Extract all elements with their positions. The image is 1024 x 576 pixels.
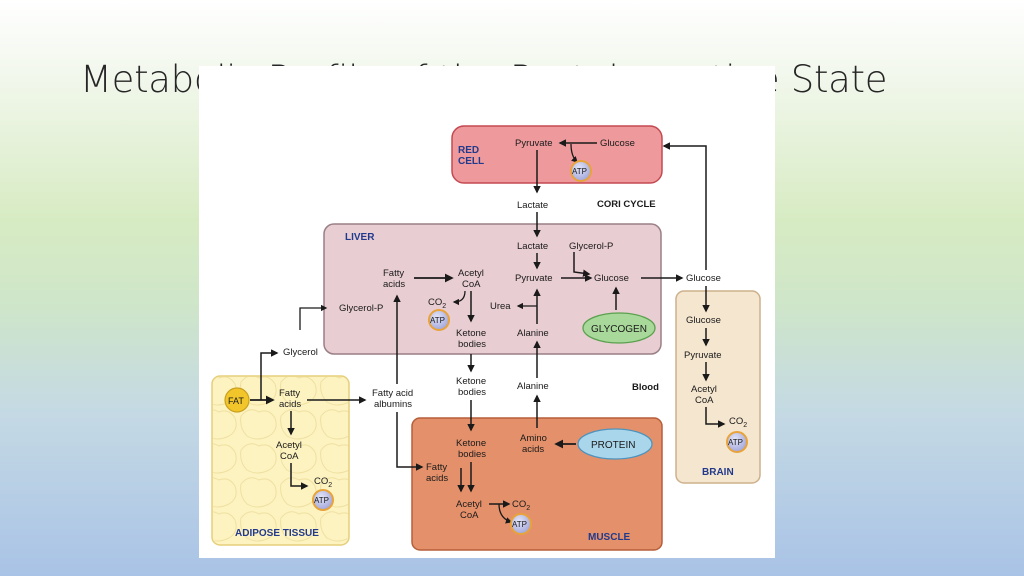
liver-fatty-acids: acids: [383, 279, 405, 290]
rc-pyruvate: Pyruvate: [515, 138, 553, 149]
fatty-acid-label: Fatty acid: [372, 388, 413, 399]
svg-text:FAT: FAT: [228, 396, 244, 406]
liver-coa: CoA: [462, 279, 481, 290]
brain-acetyl: Acetyl: [691, 384, 717, 395]
brain-title: BRAIN: [702, 467, 734, 478]
red-cell-title-line1: RED: [458, 145, 479, 156]
muscle-co2: CO2: [512, 499, 530, 512]
adipose-co2: CO2: [314, 476, 332, 489]
liver-ketone-bodies: bodies: [458, 339, 486, 350]
muscle-ketone-bodies: bodies: [458, 449, 486, 460]
muscle-acetyl: Acetyl: [456, 499, 482, 510]
muscle-fatty: Fatty: [426, 462, 447, 473]
adipose-title: ADIPOSE TISSUE: [235, 528, 319, 539]
adipose-acetyl: Acetyl: [276, 440, 302, 451]
blood-ketone: Ketone: [456, 376, 486, 387]
svg-text:ATP: ATP: [572, 167, 587, 176]
muscle-ketone: Ketone: [456, 438, 486, 449]
blood-glucose: Glucose: [686, 273, 721, 284]
muscle-atp-icon: ATP: [510, 513, 532, 535]
liver-glycerol-p-top: Glycerol-P: [569, 241, 613, 252]
liver-glucose: Glucose: [594, 273, 629, 284]
liver-alanine: Alanine: [517, 328, 549, 339]
metabolic-diagram: RED CELL LIVER BRAIN MUSCLE ADIPOSE TISS…: [199, 66, 775, 558]
adipose-fatty: Fatty: [279, 388, 300, 399]
glycogen-ellipse: [582, 312, 656, 344]
muscle-fatty-acids: acids: [426, 473, 448, 484]
liver-ketone: Ketone: [456, 328, 486, 339]
red-cell-title-line2: CELL: [458, 156, 484, 167]
glycogen-label: GLYCOGEN: [591, 324, 647, 335]
diagram-svg: RED CELL LIVER BRAIN MUSCLE ADIPOSE TISS…: [211, 125, 761, 551]
svg-text:ATP: ATP: [430, 316, 445, 325]
blood-ketone-bodies: bodies: [458, 387, 486, 398]
protein-label: PROTEIN: [591, 440, 635, 451]
protein-ellipse: [577, 428, 653, 460]
liver-acetyl: Acetyl: [458, 268, 484, 279]
glycerol-label: Glycerol: [283, 347, 318, 358]
liver-co2: CO2: [428, 297, 446, 310]
svg-text:ATP: ATP: [512, 520, 527, 529]
brain-glucose: Glucose: [686, 315, 721, 326]
red-cell-region: [451, 125, 663, 184]
muscle-amino: Amino: [520, 433, 547, 444]
liver-region: [323, 223, 662, 355]
blood-label: Blood: [632, 382, 659, 393]
brain-co2: CO2: [729, 416, 747, 429]
liver-atp-icon: ATP: [428, 309, 450, 331]
svg-text:ATP: ATP: [728, 438, 743, 447]
muscle-coa: CoA: [460, 510, 479, 521]
blood-alanine: Alanine: [517, 381, 549, 392]
brain-atp-icon: ATP: [726, 431, 748, 453]
brain-pyruvate: Pyruvate: [684, 350, 722, 361]
albumins-label: albumins: [374, 399, 412, 410]
muscle-title: MUSCLE: [588, 532, 631, 543]
cori-cycle-label: CORI CYCLE: [597, 199, 656, 210]
rc-glucose: Glucose: [600, 138, 635, 149]
liver-fatty: Fatty: [383, 268, 404, 279]
fat-icon: FAT: [224, 387, 250, 413]
liver-pyruvate: Pyruvate: [515, 273, 553, 284]
brain-coa: CoA: [695, 395, 714, 406]
adipose-coa: CoA: [280, 451, 299, 462]
svg-text:ATP: ATP: [314, 496, 329, 505]
liver-title: LIVER: [345, 232, 375, 243]
adipose-fatty-acids: acids: [279, 399, 301, 410]
rc-atp-icon: ATP: [570, 160, 592, 182]
lactate-blood: Lactate: [517, 200, 548, 211]
liver-lactate: Lactate: [517, 241, 548, 252]
liver-urea: Urea: [490, 301, 511, 312]
muscle-amino-acids: acids: [522, 444, 544, 455]
adipose-atp-icon: ATP: [312, 489, 334, 511]
liver-glycerol-p: Glycerol-P: [339, 303, 383, 314]
